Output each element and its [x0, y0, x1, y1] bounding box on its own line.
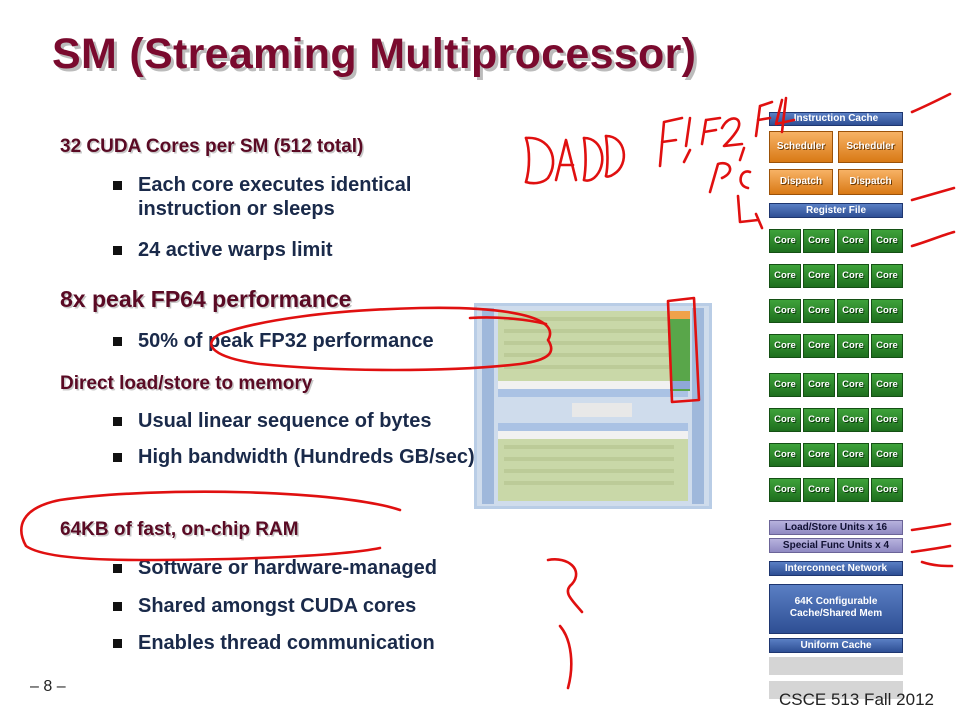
cuda-core: Core: [837, 334, 869, 358]
slide-title: SM (Streaming Multiprocessor): [52, 30, 697, 78]
load-store-units-block: Load/Store Units x 16: [769, 520, 903, 535]
cuda-core: Core: [803, 334, 835, 358]
shared-memory-block: 64K Configurable Cache/Shared Mem: [769, 584, 903, 634]
interconnect-network-block: Interconnect Network: [769, 561, 903, 576]
cuda-core: Core: [871, 478, 903, 502]
cuda-core: Core: [769, 299, 801, 323]
cuda-core: Core: [769, 408, 801, 432]
cuda-core: Core: [871, 373, 903, 397]
bullet-shared-cores: Shared amongst CUDA cores: [112, 595, 417, 617]
cuda-core: Core: [803, 264, 835, 288]
gpu-die-thumbnail: [474, 303, 712, 509]
cuda-core: Core: [837, 264, 869, 288]
cuda-core: Core: [837, 299, 869, 323]
cuda-core: Core: [871, 408, 903, 432]
bullet-software-managed: Software or hardware-managed: [113, 557, 437, 579]
cuda-core: Core: [803, 478, 835, 502]
uniform-cache-block: Uniform Cache: [769, 638, 903, 653]
register-file-block: Register File: [769, 203, 903, 218]
cuda-core: Core: [871, 299, 903, 323]
cuda-core: Core: [769, 373, 801, 397]
heading-fp64: 8x peak FP64 performance: [60, 286, 352, 312]
cuda-core: Core: [837, 408, 869, 432]
bullet-identical-instruction: Each core executes identical instruction…: [113, 173, 508, 221]
cuda-core: Core: [871, 264, 903, 288]
cuda-core: Core: [871, 334, 903, 358]
cuda-core: Core: [803, 229, 835, 253]
instruction-cache-block: Instruction Cache: [769, 112, 903, 126]
dispatch-block-2: Dispatch: [838, 169, 903, 195]
cuda-core: Core: [837, 229, 869, 253]
cuda-core: Core: [803, 443, 835, 467]
cuda-core: Core: [837, 478, 869, 502]
bullet-thread-communication: Enables thread communication: [113, 632, 435, 654]
course-label: CSCE 513 Fall 2012: [779, 690, 934, 709]
cuda-core: Core: [769, 478, 801, 502]
cuda-core: Core: [803, 373, 835, 397]
bullet-active-warps: 24 active warps limit: [113, 239, 333, 261]
sm-diagram: Instruction Cache Scheduler Scheduler Di…: [758, 109, 910, 709]
cuda-core: Core: [803, 299, 835, 323]
scheduler-block-1: Scheduler: [769, 131, 833, 163]
cuda-core: Core: [803, 408, 835, 432]
cuda-core: Core: [769, 334, 801, 358]
heading-load-store: Direct load/store to memory: [60, 373, 313, 394]
scheduler-block-2: Scheduler: [838, 131, 903, 163]
cuda-core: Core: [837, 443, 869, 467]
page-number: – 8 –: [30, 678, 66, 695]
bullet-fp32: 50% of peak FP32 performance: [113, 330, 434, 352]
cuda-core: Core: [871, 443, 903, 467]
cuda-core: Core: [769, 264, 801, 288]
bullet-bandwidth: High bandwidth (Hundreds GB/sec): [113, 445, 498, 469]
special-func-units-block: Special Func Units x 4: [769, 538, 903, 553]
cuda-core: Core: [769, 443, 801, 467]
heading-cuda-cores: 32 CUDA Cores per SM (512 total): [60, 136, 364, 157]
cuda-core: Core: [837, 373, 869, 397]
heading-on-chip-ram: 64KB of fast, on-chip RAM: [60, 519, 299, 540]
cuda-core: Core: [769, 229, 801, 253]
bullet-linear-bytes: Usual linear sequence of bytes: [112, 410, 432, 432]
dispatch-block-1: Dispatch: [769, 169, 833, 195]
cuda-core: Core: [871, 229, 903, 253]
